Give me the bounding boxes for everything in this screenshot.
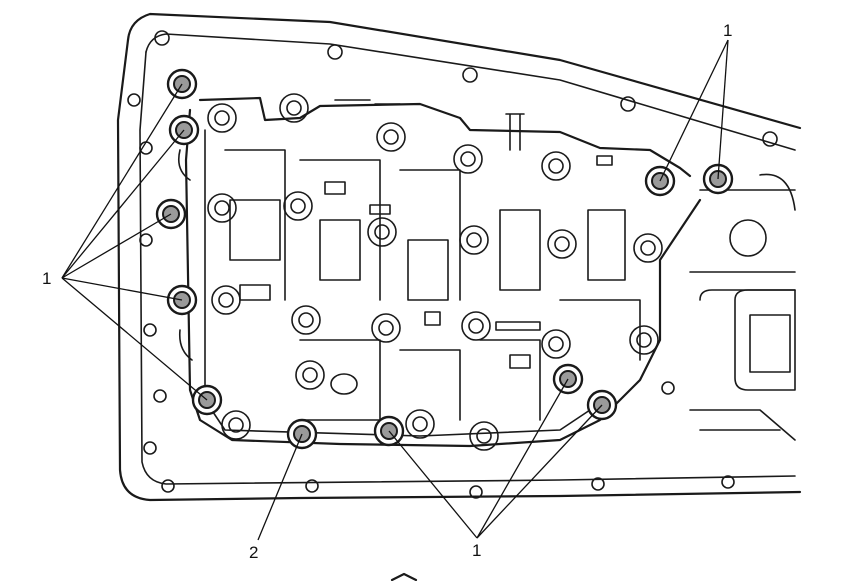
callout-bottom-middle: 1 (472, 541, 481, 560)
secondary-bolts (207, 93, 663, 451)
leader-lines (61, 39, 729, 541)
callout-labels: 1 1 1 2 (42, 21, 732, 562)
highlighted-bolts (155, 68, 734, 450)
case-outline (116, 12, 802, 502)
callout-bottom-left: 2 (249, 543, 258, 562)
case-perimeter-holes (127, 30, 778, 499)
callout-left: 1 (42, 269, 51, 288)
callout-top-right: 1 (723, 21, 732, 40)
bottom-edge-mark (390, 572, 418, 581)
valve-body-outline (177, 96, 702, 448)
